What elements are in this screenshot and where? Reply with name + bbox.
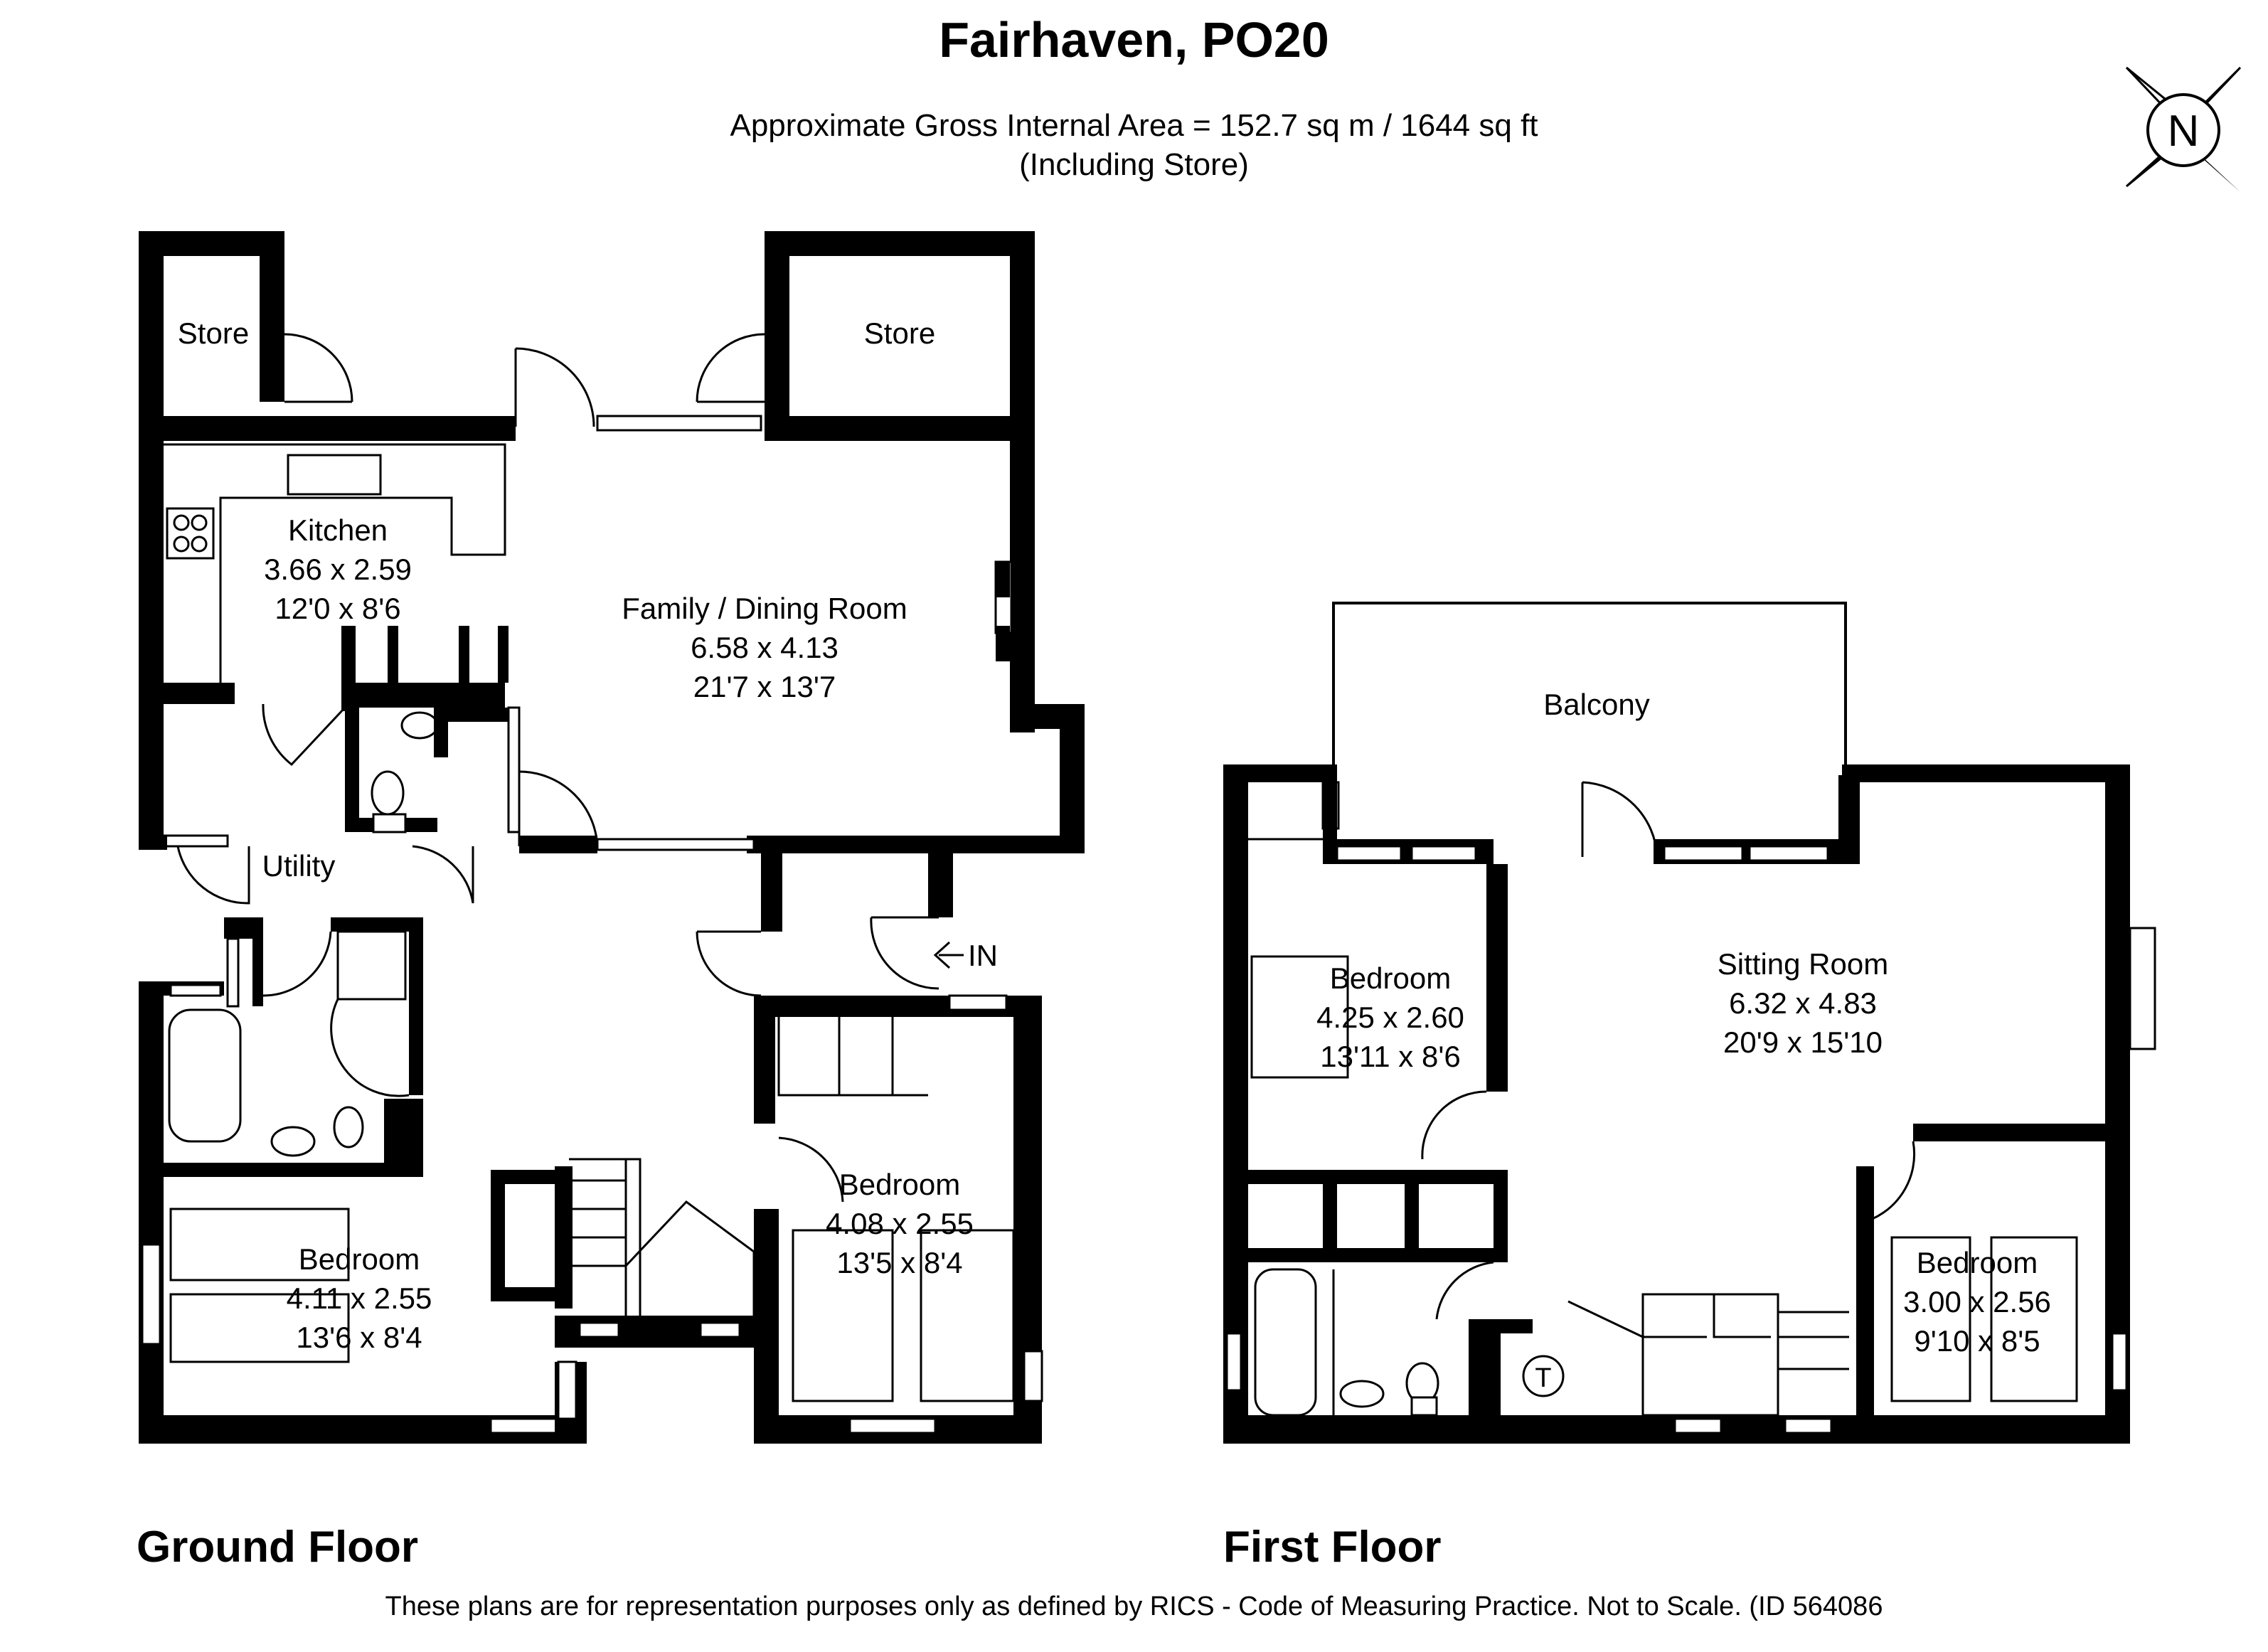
first-floor-label: First Floor (1223, 1523, 1442, 1572)
gf-bedroom-left-name: Bedroom (299, 1242, 420, 1276)
ff-sitting-imperial: 20'9 x 15'10 (1723, 1025, 1883, 1059)
ground-floor-plan (139, 231, 1085, 1444)
disclaimer-footer: These plans are for representation purpo… (385, 1592, 1883, 1621)
ff-bedroom-right-imperial: 9'10 x 8'5 (1914, 1324, 2040, 1358)
gf-family-name: Family / Dining Room (622, 592, 907, 625)
gf-bedroom-left-imperial: 13'6 x 8'4 (296, 1321, 422, 1354)
first-floor-plan: T (1223, 602, 2156, 1444)
gf-utility-label: Utility (262, 849, 336, 883)
ff-bedroom-right-name: Bedroom (1917, 1246, 2038, 1279)
gf-bedroom-left-metric: 4.11 x 2.55 (287, 1281, 432, 1315)
ff-bedroom-left-metric: 4.25 x 2.60 (1316, 1001, 1464, 1034)
ff-sitting-metric: 6.32 x 4.83 (1729, 986, 1877, 1020)
gf-kitchen-name: Kitchen (288, 513, 388, 547)
area-note: (Including Store) (1019, 147, 1249, 182)
compass-letter: N (2168, 107, 2200, 156)
ff-balcony-label: Balcony (1543, 688, 1649, 721)
gross-area: Approximate Gross Internal Area = 152.7 … (730, 108, 1538, 143)
ground-floor-label: Ground Floor (137, 1523, 419, 1572)
ff-sitting-name: Sitting Room (1718, 947, 1888, 981)
gf-store-right-label: Store (864, 316, 935, 350)
gf-family-metric: 6.58 x 4.13 (691, 631, 838, 664)
plan-title: Fairhaven, PO20 (939, 12, 1329, 68)
gf-entrance-label: IN (968, 939, 998, 972)
gf-kitchen-metric: 3.66 x 2.59 (264, 553, 412, 586)
gf-bedroom-right-name: Bedroom (839, 1168, 960, 1201)
compass-north-icon: N (2125, 66, 2242, 192)
gf-bedroom-right-metric: 4.08 x 2.55 (826, 1207, 974, 1240)
entrance-arrow-icon (933, 941, 964, 969)
gf-bedroom-right-imperial: 13'5 x 8'4 (836, 1246, 962, 1279)
ff-bedroom-left-name: Bedroom (1330, 961, 1451, 995)
gf-store-left-label: Store (178, 316, 249, 350)
ff-bedroom-right-metric: 3.00 x 2.56 (1903, 1285, 2051, 1318)
ff-bedroom-left-imperial: 13'11 x 8'6 (1320, 1040, 1460, 1073)
ff-tank-label: T (1535, 1363, 1551, 1393)
gf-family-imperial: 21'7 x 13'7 (693, 670, 836, 703)
gf-kitchen-imperial: 12'0 x 8'6 (275, 592, 400, 625)
